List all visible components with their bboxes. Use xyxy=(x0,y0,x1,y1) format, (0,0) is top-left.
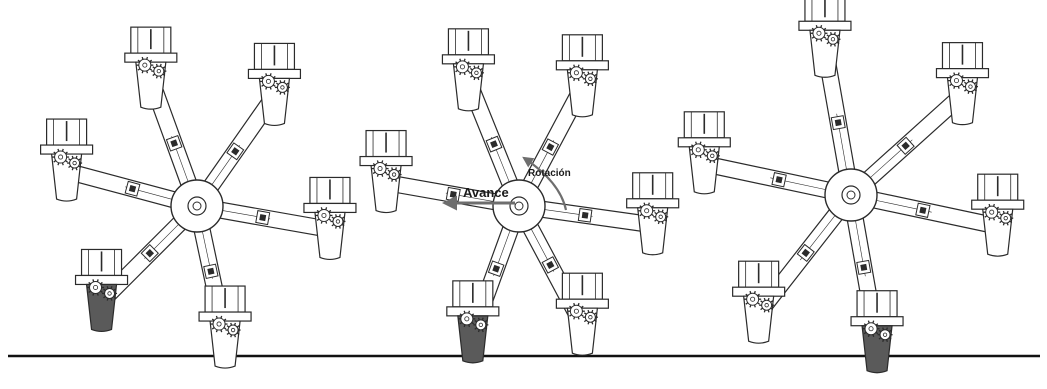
planter-unit xyxy=(198,285,252,369)
arm xyxy=(872,173,1025,257)
arm xyxy=(441,28,519,188)
planter-unit xyxy=(798,0,852,78)
planter-unit xyxy=(732,260,786,344)
arm xyxy=(522,222,609,356)
arm xyxy=(218,176,357,261)
planter-unit xyxy=(40,118,94,202)
planter-unit xyxy=(971,173,1025,257)
arm xyxy=(540,172,680,256)
planter-unit xyxy=(555,34,609,118)
arm xyxy=(677,111,830,199)
wheel-left xyxy=(40,26,357,369)
planter-unit xyxy=(446,280,500,364)
planter-unit xyxy=(555,272,609,356)
arm xyxy=(732,208,844,344)
arm xyxy=(124,26,198,187)
arm xyxy=(40,118,177,209)
rotation-arrow-icon xyxy=(522,156,568,211)
arm xyxy=(74,216,187,333)
advance-label: Avance xyxy=(463,185,509,200)
arm xyxy=(446,225,520,364)
planter-unit xyxy=(74,248,129,333)
planter-unit xyxy=(677,111,731,195)
planter-unit xyxy=(850,290,904,374)
wheel-center xyxy=(359,28,680,364)
arm xyxy=(193,227,252,369)
planter-unit xyxy=(124,26,178,110)
planter-unit xyxy=(247,42,302,127)
arm xyxy=(798,0,856,174)
arm xyxy=(862,42,990,186)
planter-unit xyxy=(441,28,496,112)
arm xyxy=(203,42,302,192)
arm xyxy=(846,216,904,374)
rotation-label: Rotación xyxy=(528,168,571,179)
planter-unit xyxy=(935,42,990,126)
planter-unit xyxy=(303,176,357,261)
planter-unit xyxy=(626,172,680,256)
arm xyxy=(359,129,498,214)
planter-unit xyxy=(359,129,413,214)
wheel-right xyxy=(677,0,1025,374)
